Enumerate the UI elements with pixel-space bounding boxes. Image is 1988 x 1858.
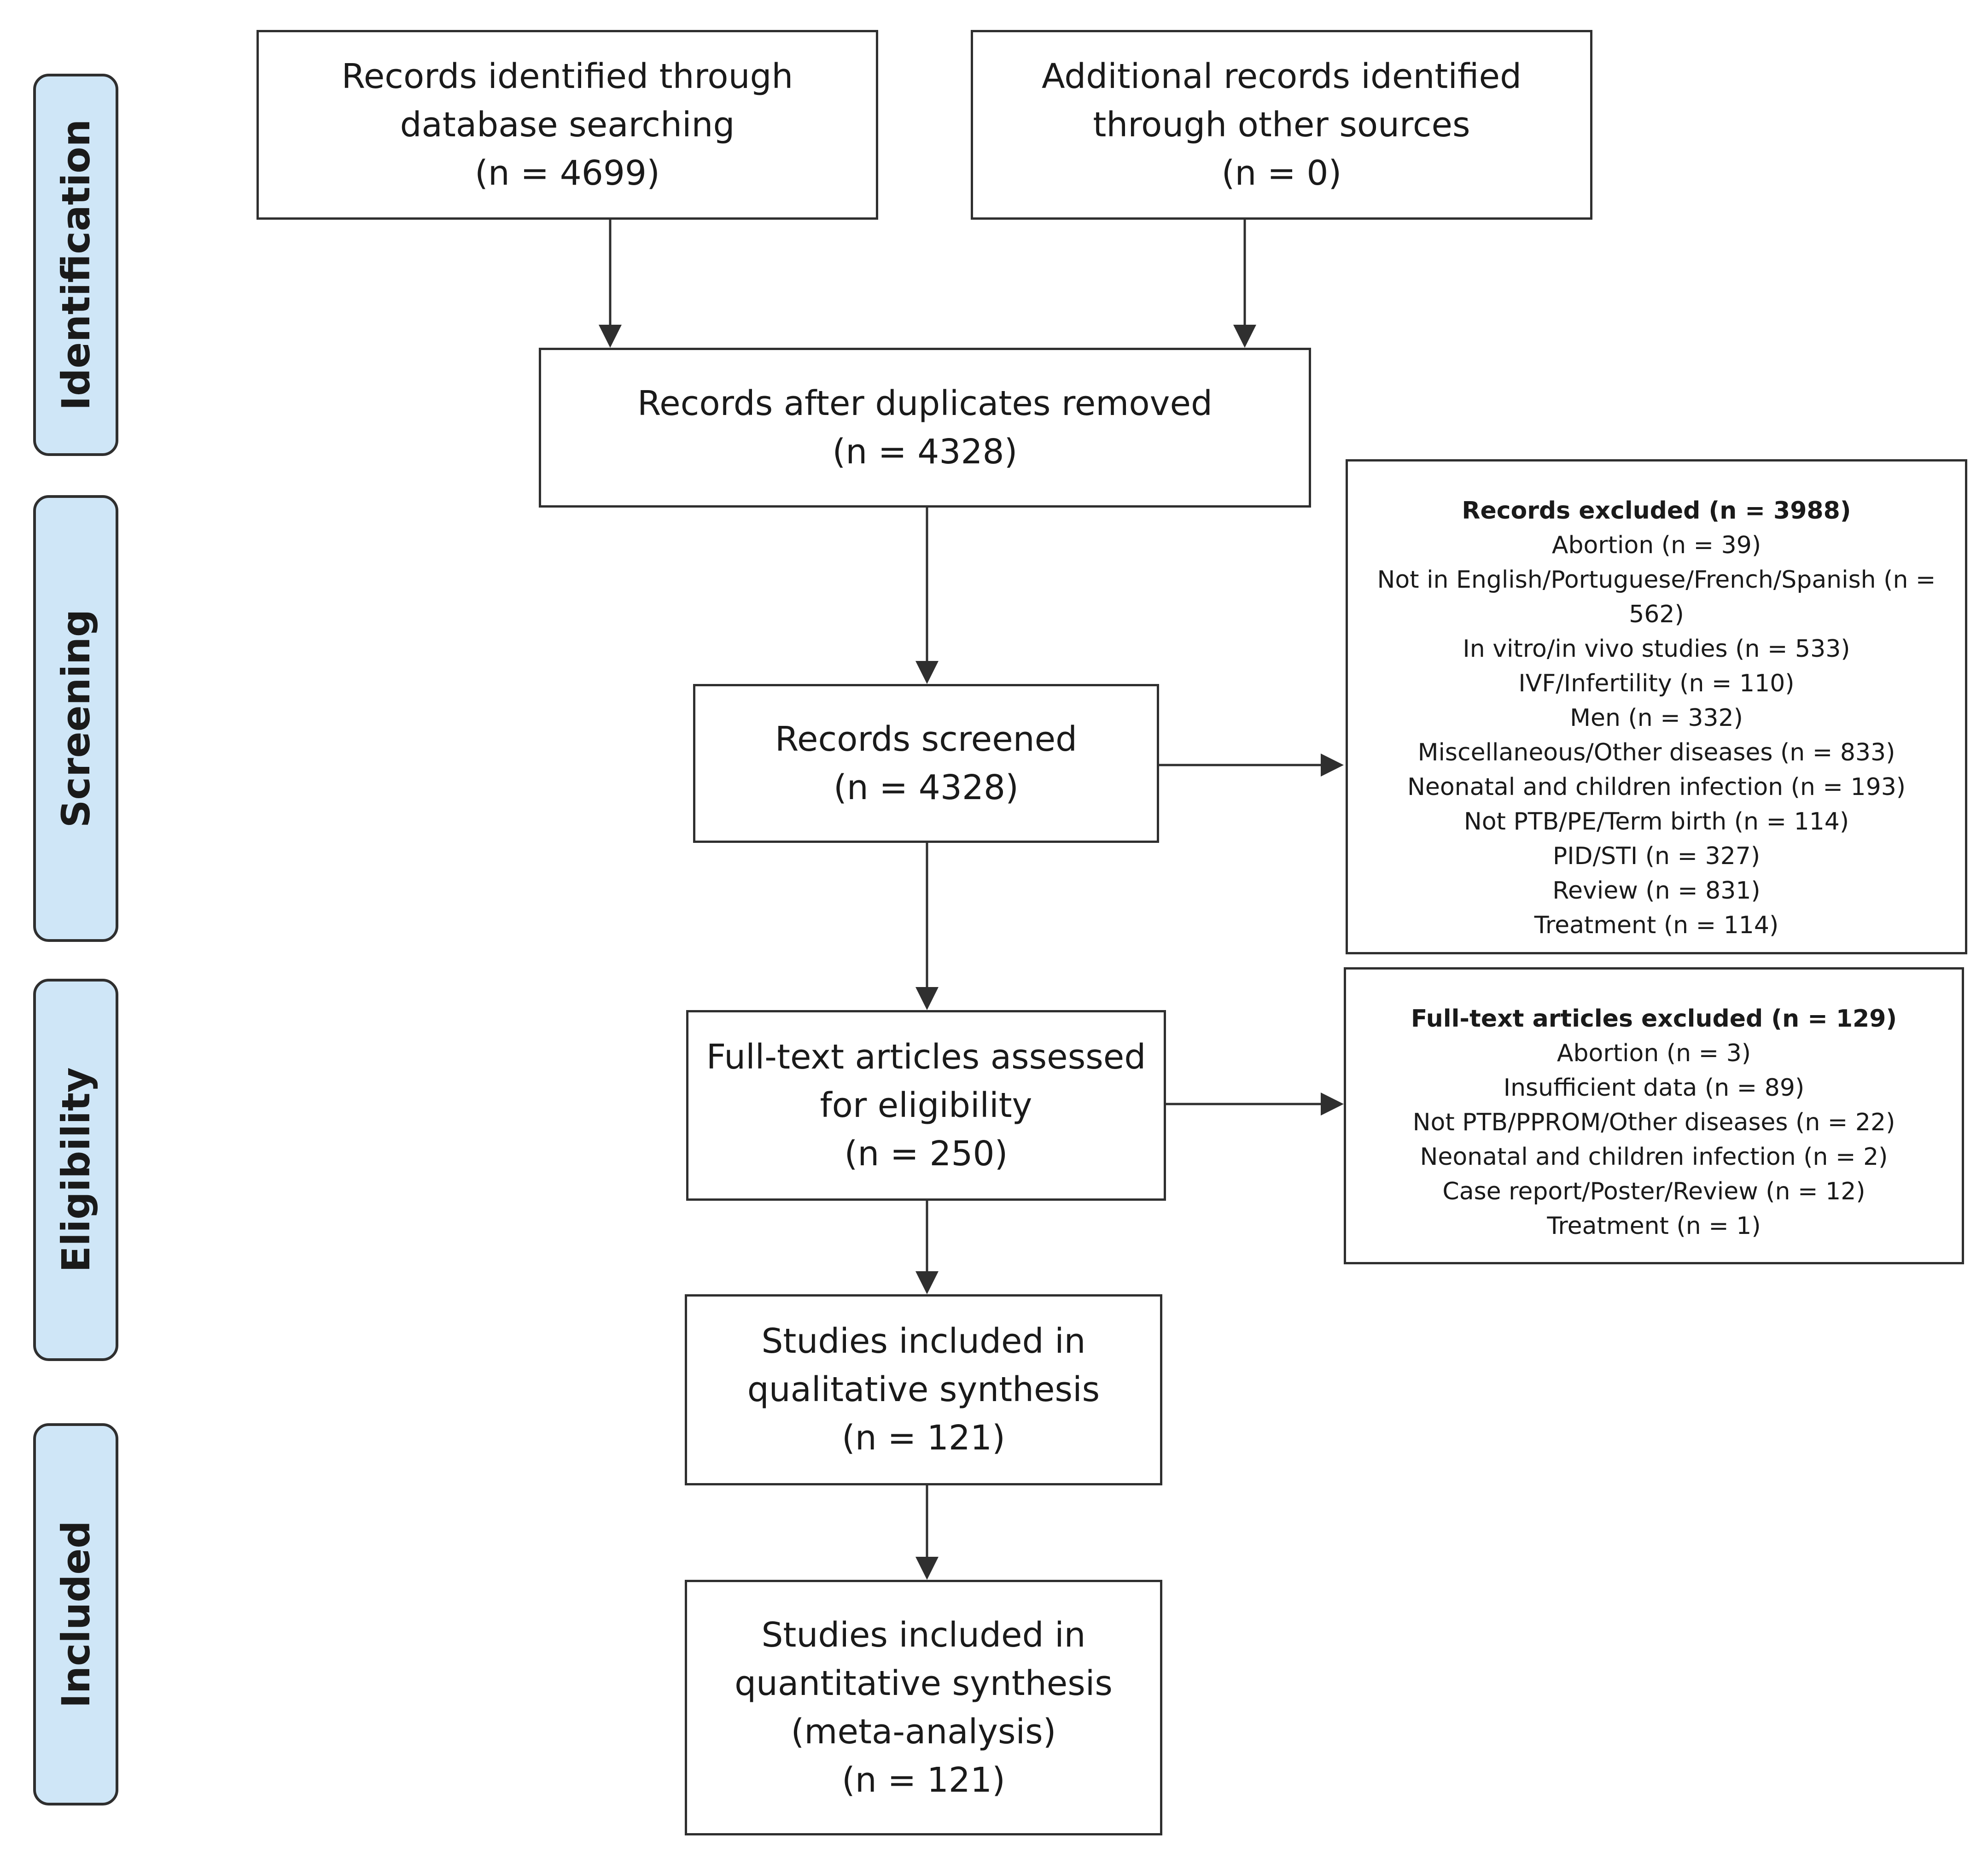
- arrowhead-fulltext: [915, 987, 939, 1010]
- records-excluded-item: Abortion (n = 39): [1551, 532, 1761, 559]
- box-quantitative-synthesis: Studies included in quantitative synthes…: [685, 1580, 1162, 1835]
- box-qualitative-synthesis: Studies included in qualitative synthesi…: [685, 1294, 1162, 1485]
- stage-screening-label: Screening: [53, 609, 99, 828]
- records-excluded-item: Review (n = 831): [1552, 877, 1761, 905]
- duplicates-count: (n = 4328): [832, 432, 1018, 472]
- database-count: (n = 4699): [474, 153, 660, 193]
- fulltext-excluded-item: Abortion (n = 3): [1557, 1040, 1751, 1067]
- box-full-text-assessed: Full-text articles assessed for eligibil…: [686, 1010, 1166, 1201]
- records-excluded-item: Miscellaneous/Other diseases (n = 833): [1417, 739, 1895, 766]
- quantitative-line-2: quantitative synthesis: [735, 1663, 1113, 1703]
- screened-line-1: Records screened: [775, 719, 1078, 759]
- arrowhead-screened: [915, 661, 939, 684]
- box-database-records: Records identified through database sear…: [257, 30, 878, 220]
- stage-identification: Identification: [33, 74, 118, 456]
- fulltext-excluded-item: Treatment (n = 1): [1547, 1212, 1761, 1240]
- stage-eligibility: Eligibility: [33, 979, 118, 1361]
- stage-screening: Screening: [33, 495, 118, 942]
- records-excluded-item: Not in English/Portuguese/French/Spanish…: [1377, 566, 1936, 594]
- other-count: (n = 0): [1221, 153, 1342, 193]
- records-excluded-item: Not PTB/PE/Term birth (n = 114): [1463, 808, 1849, 836]
- box-other-sources: Additional records identified through ot…: [971, 30, 1592, 220]
- records-excluded-title: Records excluded (n = 3988): [1462, 497, 1851, 525]
- records-excluded-item: Treatment (n = 114): [1534, 911, 1779, 939]
- arrowhead-database: [599, 325, 622, 348]
- box-records-screened: Records screened (n = 4328): [693, 684, 1159, 843]
- records-excluded-item: IVF/Infertility (n = 110): [1518, 670, 1795, 697]
- qualitative-line-2: qualitative synthesis: [747, 1370, 1100, 1409]
- stage-included-label: Included: [53, 1520, 99, 1708]
- stage-eligibility-label: Eligibility: [53, 1067, 99, 1273]
- arrowhead-other: [1233, 325, 1256, 348]
- quantitative-line-1: Studies included in: [761, 1615, 1086, 1655]
- fulltext-excluded-item: Not PTB/PPROM/Other diseases (n = 22): [1412, 1109, 1895, 1136]
- fulltext-line-2: for eligibility: [820, 1085, 1032, 1125]
- other-line-2: through other sources: [1093, 105, 1470, 145]
- duplicates-line-1: Records after duplicates removed: [637, 383, 1213, 423]
- fulltext-count: (n = 250): [844, 1133, 1008, 1174]
- stage-identification-label: Identification: [53, 119, 99, 411]
- records-excluded-item: Neonatal and children infection (n = 193…: [1407, 773, 1906, 801]
- qualitative-line-1: Studies included in: [761, 1321, 1086, 1361]
- box-fulltext-excluded: Full-text articles excluded (n = 129) Ab…: [1344, 967, 1964, 1264]
- database-line-2: database searching: [400, 105, 735, 145]
- records-excluded-item: 562): [1629, 601, 1684, 628]
- arrowhead-fulltext-excluded: [1321, 1093, 1344, 1116]
- database-line-1: Records identified through: [341, 56, 793, 96]
- arrowhead-qualitative: [915, 1271, 939, 1294]
- fulltext-excluded-item: Insufficient data (n = 89): [1503, 1074, 1805, 1102]
- arrowhead-records-excluded: [1321, 754, 1344, 777]
- stage-included: Included: [33, 1423, 118, 1805]
- quantitative-line-3: (meta-analysis): [791, 1712, 1056, 1752]
- records-excluded-item: In vitro/in vivo studies (n = 533): [1463, 635, 1850, 663]
- box-duplicates-removed: Records after duplicates removed (n = 43…: [539, 348, 1311, 508]
- fulltext-excluded-item: Neonatal and children infection (n = 2): [1420, 1143, 1888, 1171]
- arrowhead-quantitative: [915, 1557, 939, 1580]
- fulltext-excluded-item: Case report/Poster/Review (n = 12): [1442, 1178, 1866, 1205]
- box-records-excluded: Records excluded (n = 3988) Abortion (n …: [1346, 459, 1967, 954]
- fulltext-excluded-title: Full-text articles excluded (n = 129): [1411, 1005, 1897, 1033]
- fulltext-line-1: Full-text articles assessed: [706, 1037, 1146, 1077]
- records-excluded-item: Men (n = 332): [1570, 704, 1743, 732]
- qualitative-count: (n = 121): [842, 1418, 1005, 1458]
- records-excluded-item: PID/STI (n = 327): [1552, 842, 1761, 870]
- other-line-1: Additional records identified: [1041, 56, 1522, 96]
- screened-count: (n = 4328): [833, 767, 1019, 807]
- quantitative-count: (n = 121): [842, 1760, 1005, 1800]
